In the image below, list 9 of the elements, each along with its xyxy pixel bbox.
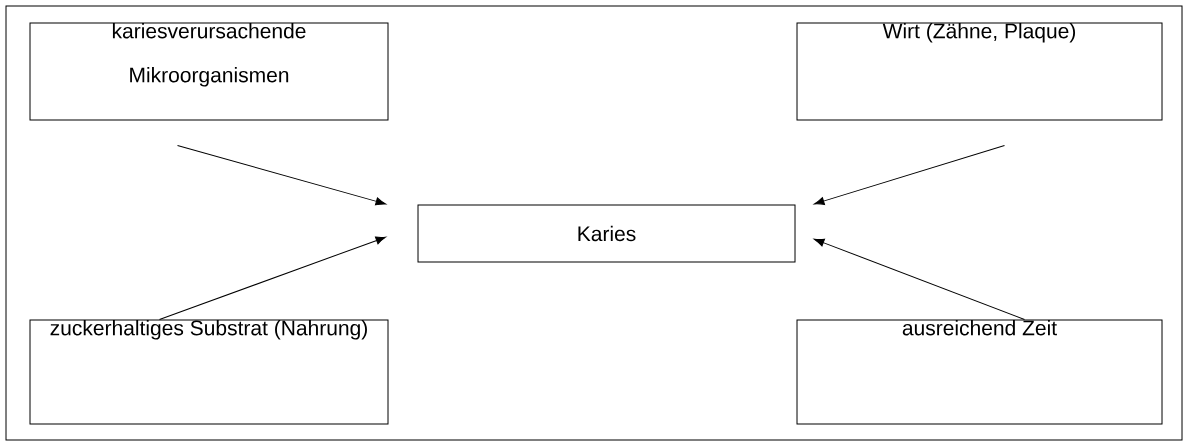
text-box: zuckerhaltiges Substrat (Nahrung) [29,319,389,425]
text-box: ausreichend Zeit [796,319,1163,425]
text-box: kariesverursachende Mikroorganismen [29,22,389,121]
arrow [159,236,387,320]
arrow [814,145,1005,206]
text-box: Wirt (Zähne, Plaque) [796,22,1163,121]
text-box: Karies [417,204,796,263]
arrow [813,238,1025,320]
arrow [177,145,386,206]
